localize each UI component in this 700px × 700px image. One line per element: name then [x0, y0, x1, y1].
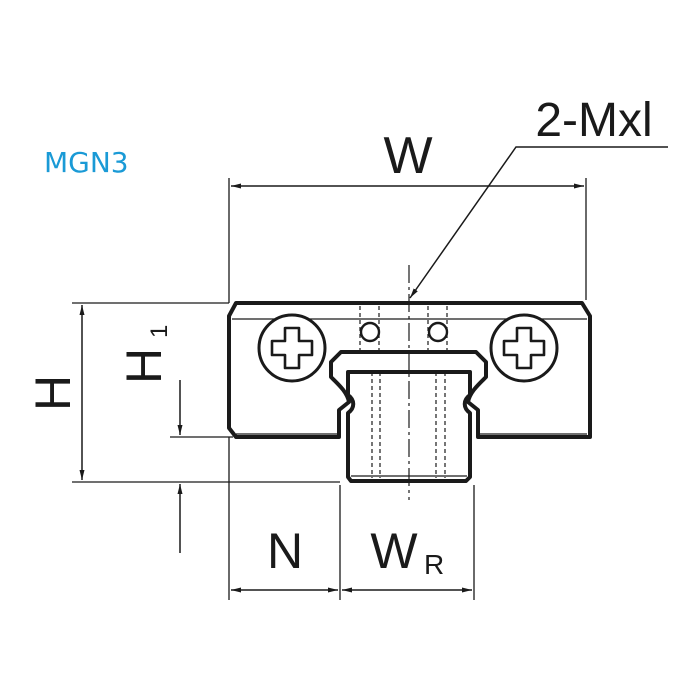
- label-wr: W: [370, 523, 418, 579]
- label-n: N: [267, 523, 303, 579]
- label-h: H: [25, 375, 81, 411]
- label-h-group: H: [25, 375, 81, 411]
- screw-leader-line: [409, 146, 668, 299]
- label-wr-subscript: R: [424, 549, 444, 580]
- label-h1-subscript: 1: [146, 325, 173, 338]
- label-screw-callout: 2-Mxl: [535, 94, 652, 147]
- label-h1: H: [116, 348, 172, 384]
- model-label: MGN3: [44, 146, 129, 179]
- rail: [346, 370, 472, 483]
- label-h1-group: H 1: [116, 325, 173, 384]
- tapped-hole-right: [427, 321, 449, 343]
- label-w: W: [383, 127, 432, 185]
- dimension-lines: [79, 146, 668, 593]
- rail-hole-hidden-lines: [371, 372, 446, 478]
- tapped-hole-left: [359, 321, 381, 343]
- phillips-screw-right: [489, 313, 559, 383]
- phillips-screw-left: [257, 313, 327, 383]
- extension-lines: [72, 178, 587, 600]
